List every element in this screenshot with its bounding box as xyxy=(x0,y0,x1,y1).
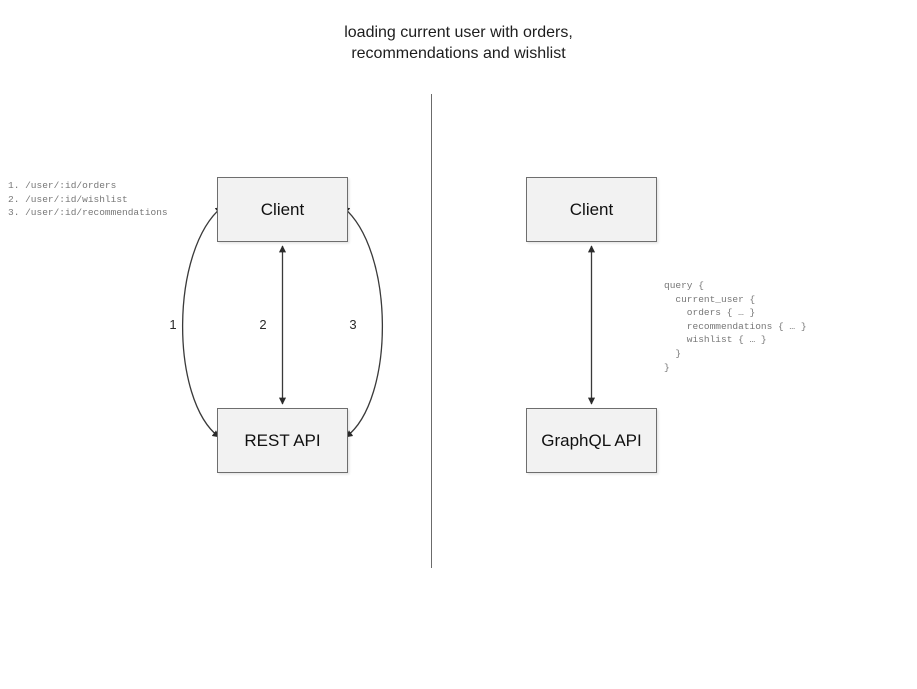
page-title: loading current user with orders, recomm… xyxy=(344,24,573,62)
graphql-query-block: query { current_user { orders { … } reco… xyxy=(664,280,807,373)
rest-endpoints-list: 1. /user/:id/orders 2. /user/:id/wishlis… xyxy=(8,180,168,219)
edge-label-2: 2 xyxy=(259,317,267,332)
edge-label-3: 3 xyxy=(349,317,357,332)
edge-curve-3 xyxy=(342,206,383,438)
node-rest-api[interactable]: REST API xyxy=(217,408,348,473)
edge-curve-1 xyxy=(182,206,223,438)
node-client-graphql[interactable]: Client xyxy=(526,177,657,242)
vertical-divider xyxy=(431,94,432,568)
node-graphql-api[interactable]: GraphQL API xyxy=(526,408,657,473)
node-client-rest[interactable]: Client xyxy=(217,177,348,242)
edge-label-1: 1 xyxy=(169,317,177,332)
